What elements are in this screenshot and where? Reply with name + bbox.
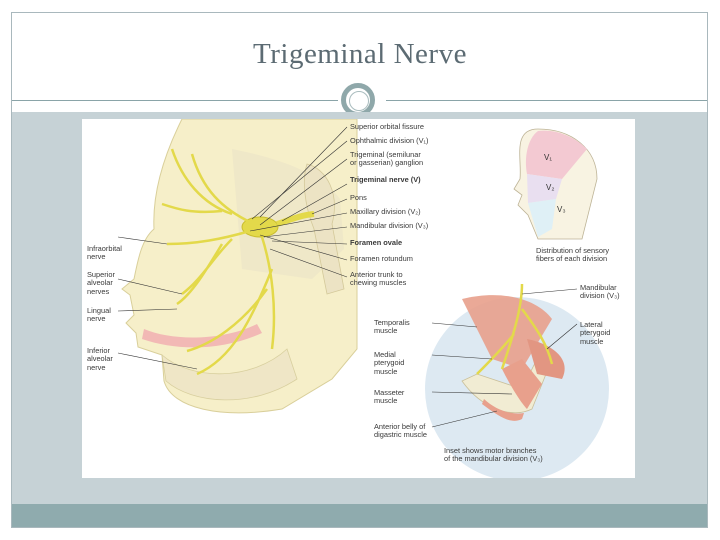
label-superior-orbital-fissure: Superior orbital fissure — [350, 122, 424, 131]
slide-frame — [11, 12, 708, 528]
v1-region — [525, 130, 587, 179]
slide-title: Trigeminal Nerve — [253, 38, 467, 70]
trigeminal-root — [276, 211, 315, 227]
maxillary-branch — [166, 229, 251, 306]
masseter-muscle — [502, 359, 542, 409]
label-foramen-rotundum: Foramen rotundum — [350, 254, 413, 263]
caption-sensory-distribution: Distribution of sensory fibers of each d… — [536, 246, 610, 264]
label-maxillary-division: Maxillary division (V₂) — [350, 207, 421, 216]
temporalis-muscle — [462, 295, 552, 369]
inset-leader-lines — [431, 288, 578, 428]
label-anterior-belly-digastric: Anterior belly of digastric muscle — [374, 422, 427, 440]
trigeminal-illustration: Superior orbital fissure Ophthalmic divi… — [82, 119, 635, 478]
leader-lines — [117, 126, 348, 370]
label-temporalis-muscle: Temporalis muscle — [374, 318, 410, 336]
label-trigeminal-ganglion: Trigeminal (semilunar or gasserian) gang… — [350, 150, 424, 168]
pterygoid-muscle — [527, 339, 565, 379]
label-trigeminal-nerve: Trigeminal nerve (V) — [350, 175, 421, 184]
digastric-muscle — [482, 399, 524, 421]
footer-bar — [12, 504, 707, 527]
label-lateral-pterygoid: Lateral pterygoid muscle — [580, 320, 611, 346]
label-v2: V₂ — [546, 183, 555, 192]
v3-region — [528, 199, 556, 237]
label-v3: V₃ — [557, 205, 566, 214]
mandibular-branch — [186, 236, 276, 376]
caption-motor-branches: Inset shows motor branches of the mandib… — [444, 446, 543, 464]
label-mandibular-division-inset: Mandibular division (V₃) — [580, 283, 620, 301]
title-divider-left — [12, 100, 338, 101]
label-superior-alveolar-nerves: Superior alveolar nerves — [87, 270, 115, 296]
title-divider-right — [386, 100, 707, 101]
label-lingual-nerve: Lingual nerve — [87, 306, 111, 324]
upper-gum — [142, 324, 262, 348]
label-infraorbital-nerve: Infraorbital nerve — [87, 244, 122, 262]
label-anterior-trunk: Anterior trunk to chewing muscles — [350, 270, 407, 288]
inset-nerve — [476, 283, 554, 375]
label-pons: Pons — [350, 193, 367, 202]
label-medial-pterygoid: Medial pterygoid muscle — [374, 350, 405, 376]
label-ophthalmic-division: Ophthalmic division (V₁) — [350, 136, 429, 145]
label-inferior-alveolar-nerve: Inferior alveolar nerve — [87, 346, 113, 372]
label-masseter-muscle: Masseter muscle — [374, 388, 405, 406]
label-foramen-ovale: Foramen ovale — [350, 238, 403, 247]
label-v1: V₁ — [544, 153, 553, 162]
ophthalmic-branch — [161, 148, 253, 225]
anatomy-drawing — [117, 119, 609, 478]
v2-region — [527, 174, 562, 203]
label-mandibular-division: Mandibular division (V₃) — [350, 221, 429, 230]
